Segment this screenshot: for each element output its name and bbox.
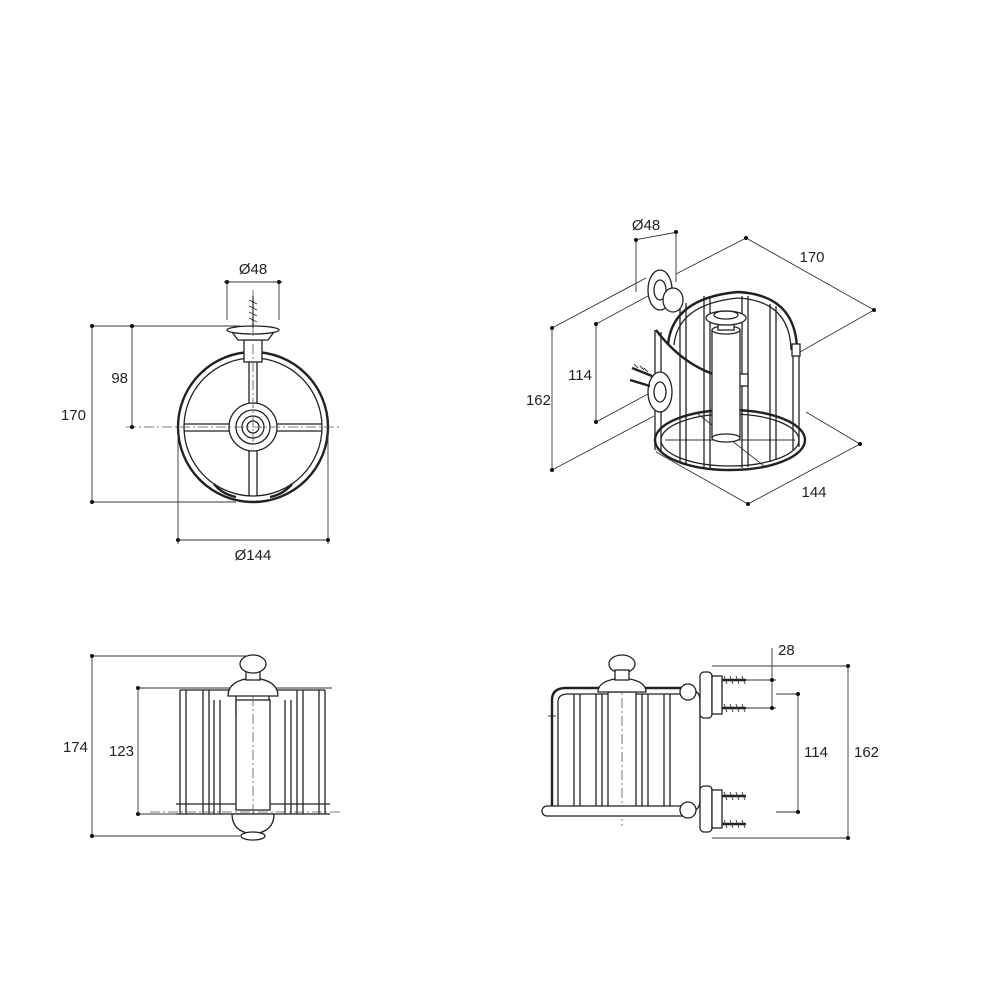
iso-spindle xyxy=(711,329,741,439)
back-view: 28 114 162 xyxy=(541,642,879,840)
back-dim-height-mount: 114 xyxy=(804,744,828,761)
back-dim-offset: 28 xyxy=(778,642,795,659)
front-dim-height-total: 170 xyxy=(61,407,86,424)
iso-dim-depth: 170 xyxy=(799,249,824,266)
front-dim-diameter-ring: Ø144 xyxy=(235,547,272,564)
back-bottom-rail xyxy=(541,805,689,817)
front-dim-height-center: 98 xyxy=(111,370,128,387)
front-dim-diameter-top: Ø48 xyxy=(239,261,267,278)
back-lower-plate xyxy=(699,785,713,833)
iso-dim-width: 144 xyxy=(801,484,826,501)
iso-dim-height-total: 162 xyxy=(526,392,551,409)
side-dim-height-total: 174 xyxy=(63,739,88,756)
side-view: 174 123 xyxy=(63,654,340,841)
front-view: Ø48 170 98 Ø144 xyxy=(61,261,340,564)
side-dim-height-inner: 123 xyxy=(109,743,134,760)
side-rosette xyxy=(231,813,275,835)
iso-dim-height-mount: 114 xyxy=(568,367,592,384)
back-dim-height-total: 162 xyxy=(854,744,879,761)
iso-view: Ø48 170 162 114 144 xyxy=(526,217,876,506)
back-upper-plate xyxy=(699,671,713,719)
iso-basket-top xyxy=(666,290,799,351)
iso-lower-mount xyxy=(647,371,673,413)
side-knob xyxy=(239,654,267,674)
iso-dim-diameter-top: Ø48 xyxy=(632,217,660,234)
iso-spindle-cap xyxy=(705,310,747,326)
